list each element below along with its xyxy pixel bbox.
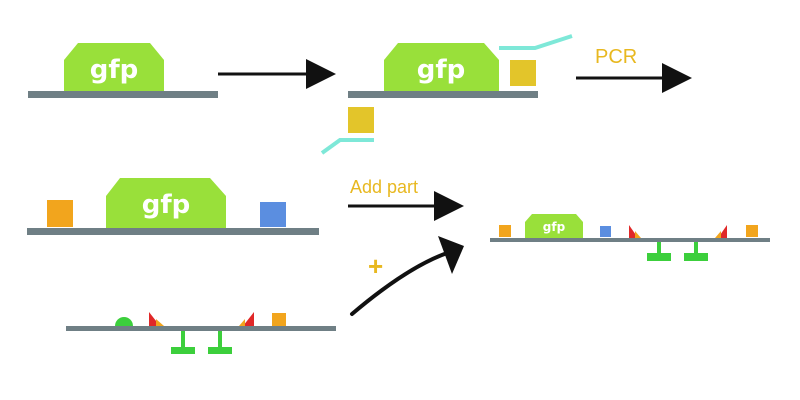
step1-construct: gfp (28, 43, 218, 98)
backbone-strand (27, 228, 319, 235)
primer-overhang-reverse (348, 107, 374, 133)
blue-suffix-part (260, 202, 286, 227)
pcr-product: gfp (27, 178, 319, 235)
blue-suffix-part (600, 226, 611, 237)
add-part-label: Add part (350, 177, 418, 197)
primer-overhang-forward (510, 60, 536, 86)
orange-prefix-part (47, 200, 73, 227)
orange-part (272, 313, 286, 326)
gfp-gene-block (106, 178, 226, 228)
backbone-strand (348, 91, 538, 98)
orange-site-right (715, 231, 721, 238)
orange-site-left (156, 319, 164, 326)
assembly-arrowhead (438, 236, 464, 274)
gfp-label: gfp (417, 55, 466, 85)
terminator-left (647, 242, 671, 261)
orange-site-left (635, 231, 641, 238)
plus-sign: + (368, 251, 383, 281)
primer-line-reverse (320, 138, 374, 155)
terminator-left (171, 331, 195, 354)
terminator-right (208, 331, 232, 354)
backbone-strand (28, 91, 218, 98)
gfp-gene-block (525, 214, 583, 238)
step2-construct: gfp (320, 34, 573, 155)
backbone-strand (66, 326, 336, 331)
origin-semicircle (115, 317, 133, 326)
assembly-arrow (350, 250, 452, 316)
primer-line-forward (499, 34, 573, 50)
gfp-gene-block (64, 43, 164, 91)
pcr-label: PCR (595, 46, 637, 68)
orange-part (746, 225, 758, 237)
gfp-gene-block (384, 43, 499, 91)
gfp-label: gfp (90, 55, 139, 85)
final-construct: gfp (490, 214, 770, 261)
red-site-right (243, 312, 254, 326)
gfp-label: gfp (543, 220, 566, 234)
orange-site-right (239, 319, 245, 326)
gfp-label: gfp (142, 190, 191, 220)
vector-part (66, 312, 336, 354)
terminator-right (684, 242, 708, 261)
orange-prefix-part (499, 225, 511, 237)
backbone-strand (490, 238, 770, 242)
